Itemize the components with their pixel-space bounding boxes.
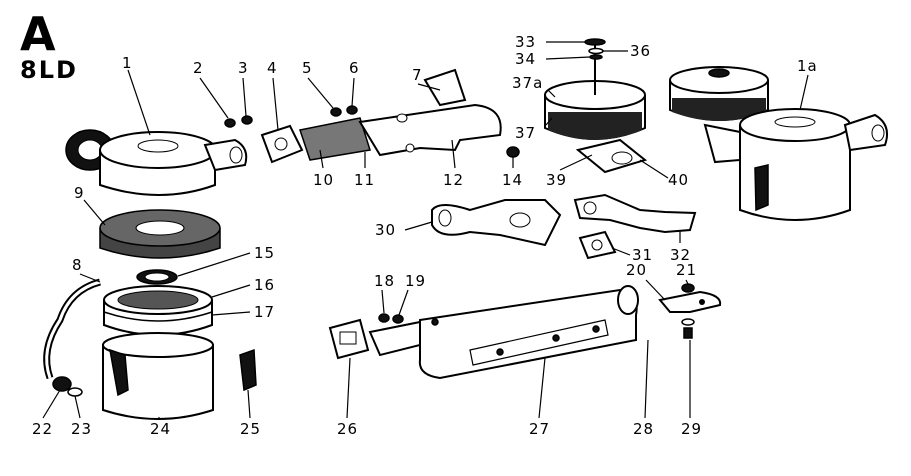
diagram-letter: A bbox=[20, 7, 56, 61]
wing-nut bbox=[584, 38, 606, 46]
filter-element bbox=[99, 209, 221, 259]
label-7: 7 bbox=[412, 66, 423, 84]
air-filter-assembly-left bbox=[65, 129, 248, 196]
label-19: 19 bbox=[405, 272, 426, 290]
nut-5 bbox=[330, 107, 342, 117]
filter-bowl-lower bbox=[102, 332, 214, 420]
label-16: 16 bbox=[254, 276, 275, 294]
filter-bowl-upper bbox=[103, 285, 213, 336]
label-6: 6 bbox=[349, 59, 360, 77]
label-22: 22 bbox=[32, 420, 53, 438]
label-20: 20 bbox=[626, 261, 647, 279]
label-14: 14 bbox=[502, 171, 523, 189]
label-1: 1 bbox=[122, 54, 133, 72]
label-31: 31 bbox=[632, 246, 653, 264]
label-36: 36 bbox=[630, 42, 651, 60]
air-filter-assembly-right bbox=[703, 108, 888, 221]
label-23: 23 bbox=[71, 420, 92, 438]
leader-lines bbox=[42, 41, 809, 419]
label-28: 28 bbox=[633, 420, 654, 438]
label-40: 40 bbox=[668, 171, 689, 189]
label-32: 32 bbox=[670, 246, 691, 264]
label-5: 5 bbox=[302, 59, 313, 77]
label-1a: 1a bbox=[797, 57, 818, 75]
muffler bbox=[368, 285, 639, 380]
nut-18 bbox=[378, 313, 390, 323]
label-37a: 37a bbox=[512, 74, 543, 92]
spacer bbox=[589, 54, 603, 60]
label-10: 10 bbox=[313, 171, 334, 189]
label-3: 3 bbox=[238, 59, 249, 77]
label-33: 33 bbox=[515, 33, 536, 51]
nut-19 bbox=[392, 314, 404, 324]
label-34: 34 bbox=[515, 50, 536, 68]
nut-2 bbox=[224, 118, 236, 128]
label-11: 11 bbox=[354, 171, 375, 189]
exhaust-manifold-30 bbox=[431, 199, 562, 247]
label-27: 27 bbox=[529, 420, 550, 438]
engine-model: 8LD bbox=[20, 56, 78, 84]
nut-14 bbox=[506, 146, 520, 158]
label-37: 37 bbox=[515, 124, 536, 142]
exhaust-manifold-32 bbox=[573, 193, 697, 234]
label-26: 26 bbox=[337, 420, 358, 438]
label-12: 12 bbox=[443, 171, 464, 189]
nut-6 bbox=[346, 105, 358, 115]
label-18: 18 bbox=[374, 272, 395, 290]
washer bbox=[67, 387, 83, 397]
flange-gasket bbox=[423, 68, 467, 107]
hose-clamp bbox=[52, 376, 72, 392]
label-8: 8 bbox=[72, 256, 83, 274]
label-17: 17 bbox=[254, 303, 275, 321]
nut-21 bbox=[681, 283, 695, 293]
seal-washer bbox=[588, 47, 604, 55]
label-39: 39 bbox=[546, 171, 567, 189]
label-15: 15 bbox=[254, 244, 275, 262]
oil-bath-air-cleaner bbox=[544, 45, 648, 174]
intake-manifold bbox=[299, 103, 502, 161]
label-24: 24 bbox=[150, 420, 171, 438]
label-9: 9 bbox=[74, 184, 85, 202]
label-2: 2 bbox=[193, 59, 204, 77]
part-number-labels: 1 2 3 4 5 6 7 10 11 12 14 9 15 8 16 17 2… bbox=[32, 33, 818, 438]
oil-bath-air-cleaner-right bbox=[669, 66, 769, 121]
washer-28 bbox=[681, 318, 695, 326]
label-25: 25 bbox=[240, 420, 261, 438]
bolt-29 bbox=[683, 327, 693, 339]
label-30: 30 bbox=[375, 221, 396, 239]
label-21: 21 bbox=[676, 261, 697, 279]
label-29: 29 bbox=[681, 420, 702, 438]
bracket bbox=[658, 290, 722, 313]
clamp-clip bbox=[239, 348, 257, 392]
nut-3 bbox=[241, 115, 253, 125]
label-4: 4 bbox=[267, 59, 278, 77]
